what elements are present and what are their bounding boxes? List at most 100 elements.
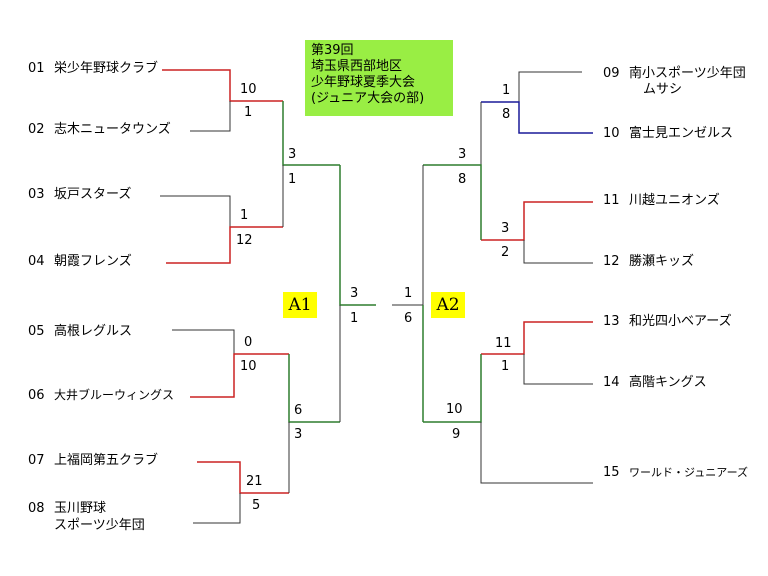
team-entry: 07 上福岡第五クラブ: [28, 454, 158, 468]
team-entry: 01 栄少年野球クラブ: [28, 62, 158, 76]
score-top: 3: [288, 147, 297, 162]
team-number: 02: [28, 122, 45, 137]
score-bottom: 1: [501, 359, 510, 374]
title-line-4: (ジュニア大会の部): [311, 91, 425, 106]
team-name: 高根レグルス: [54, 324, 133, 339]
score-top: 11: [495, 336, 512, 351]
score-top: 1: [240, 208, 249, 223]
team-name: 栄少年野球クラブ: [54, 61, 159, 76]
team-name: 上福岡第五クラブ: [54, 453, 159, 468]
score-bottom: 3: [294, 427, 303, 442]
team-entry: 14 高階キングス: [603, 376, 707, 390]
team-number: 03: [28, 187, 45, 202]
block-label-a1: A1: [283, 292, 317, 318]
team-entry: 11 川越ユニオンズ: [603, 194, 720, 208]
score-top: 0: [244, 335, 253, 350]
bracket-line: [481, 321, 593, 355]
score-top: 10: [446, 402, 463, 417]
team-number: 12: [603, 254, 620, 269]
bracket-line: [193, 493, 241, 524]
team-number: 14: [603, 375, 620, 390]
bracket-line: [518, 71, 582, 102]
score-bottom: 8: [502, 107, 511, 122]
team-number: 08: [28, 501, 45, 516]
team-name-line-2: ムサシ: [643, 82, 683, 97]
bracket-line: [160, 195, 231, 227]
bracket-line: [480, 422, 593, 484]
block-label-a2: A2: [431, 292, 465, 318]
bracket-line: [339, 165, 376, 306]
team-entry: 02 志木ニュータウンズ: [28, 123, 171, 137]
team-name: 富士見エンゼルス: [629, 126, 734, 141]
team-number: 13: [603, 314, 620, 329]
team-number: 01: [28, 61, 45, 76]
bracket-line: [423, 164, 482, 240]
team-name: 勝瀬キッズ: [629, 254, 695, 269]
team-name: 志木ニュータウンズ: [54, 122, 171, 137]
bracket-line: [197, 461, 289, 494]
team-number: 04: [28, 254, 45, 269]
team-name: 川越ユニオンズ: [629, 193, 720, 208]
team-entry: 03 坂戸スターズ: [28, 188, 131, 202]
team-name: 高階キングス: [629, 375, 707, 390]
team-name: ワールド・ジュニアーズ: [629, 466, 749, 479]
team-name: 南小スポーツ少年団: [629, 66, 746, 81]
team-entry: 06 大井ブルーウィングス: [28, 388, 174, 403]
score-bottom: 2: [501, 245, 510, 260]
score-bottom: 8: [458, 172, 467, 187]
score-top: 3: [501, 221, 510, 236]
title-line-1: 第39回: [311, 43, 354, 58]
team-number: 06: [28, 388, 45, 403]
score-top: 3: [350, 286, 359, 301]
tournament-title: 第39回 埼玉県西部地区 少年野球夏季大会 (ジュニア大会の部): [305, 40, 453, 116]
score-top: 10: [240, 82, 257, 97]
score-top: 21: [246, 474, 263, 489]
score-bottom: 1: [244, 105, 253, 120]
team-name: 坂戸スターズ: [54, 187, 132, 202]
bracket-line: [392, 165, 424, 306]
bracket-line: [523, 354, 593, 385]
team-name: 大井ブルーウィングス: [54, 388, 175, 402]
bracket-line: [190, 353, 289, 398]
score-bottom: 9: [452, 427, 461, 442]
team-entry: 12 勝瀬キッズ: [603, 255, 694, 269]
team-name: 和光四小ベアーズ: [629, 314, 732, 329]
team-entry: 15 ワールド・ジュニアーズ: [603, 466, 748, 480]
bracket-line: [162, 69, 283, 102]
team-entry: 10 富士見エンゼルス: [603, 127, 733, 141]
team-entry: 04 朝霞フレンズ: [28, 255, 132, 269]
team-name: 朝霞フレンズ: [54, 254, 132, 269]
team-entry: 09 南小スポーツ少年団: [603, 67, 746, 81]
score-top: 3: [458, 147, 467, 162]
score-top: 6: [294, 403, 303, 418]
team-entry: 13 和光四小ベアーズ: [603, 315, 732, 329]
team-number: 10: [603, 126, 620, 141]
score-bottom: 10: [240, 359, 257, 374]
score-top: 1: [404, 286, 413, 301]
bracket-line: [481, 201, 593, 241]
score-bottom: 1: [350, 311, 359, 326]
title-line-3: 少年野球夏季大会: [311, 75, 416, 90]
score-bottom: 5: [252, 498, 261, 513]
team-name: 玉川野球: [54, 501, 107, 516]
title-line-2: 埼玉県西部地区: [311, 59, 403, 74]
bracket-line: [190, 101, 231, 132]
team-entry: 05 高根レグルス: [28, 325, 132, 339]
bracket-line: [481, 101, 593, 134]
team-number: 09: [603, 66, 620, 81]
score-top: 1: [502, 83, 511, 98]
team-number: 07: [28, 453, 45, 468]
score-bottom: 1: [288, 172, 297, 187]
score-bottom: 12: [236, 233, 253, 248]
bracket-line: [172, 329, 235, 354]
team-name-line-2: スポーツ少年団: [54, 518, 145, 533]
bracket-line: [523, 240, 593, 264]
team-number: 11: [603, 193, 620, 208]
bracket-line: [166, 226, 283, 264]
team-number: 15: [603, 465, 620, 480]
team-entry: 08 玉川野球: [28, 502, 106, 516]
score-bottom: 6: [404, 311, 413, 326]
team-number: 05: [28, 324, 45, 339]
